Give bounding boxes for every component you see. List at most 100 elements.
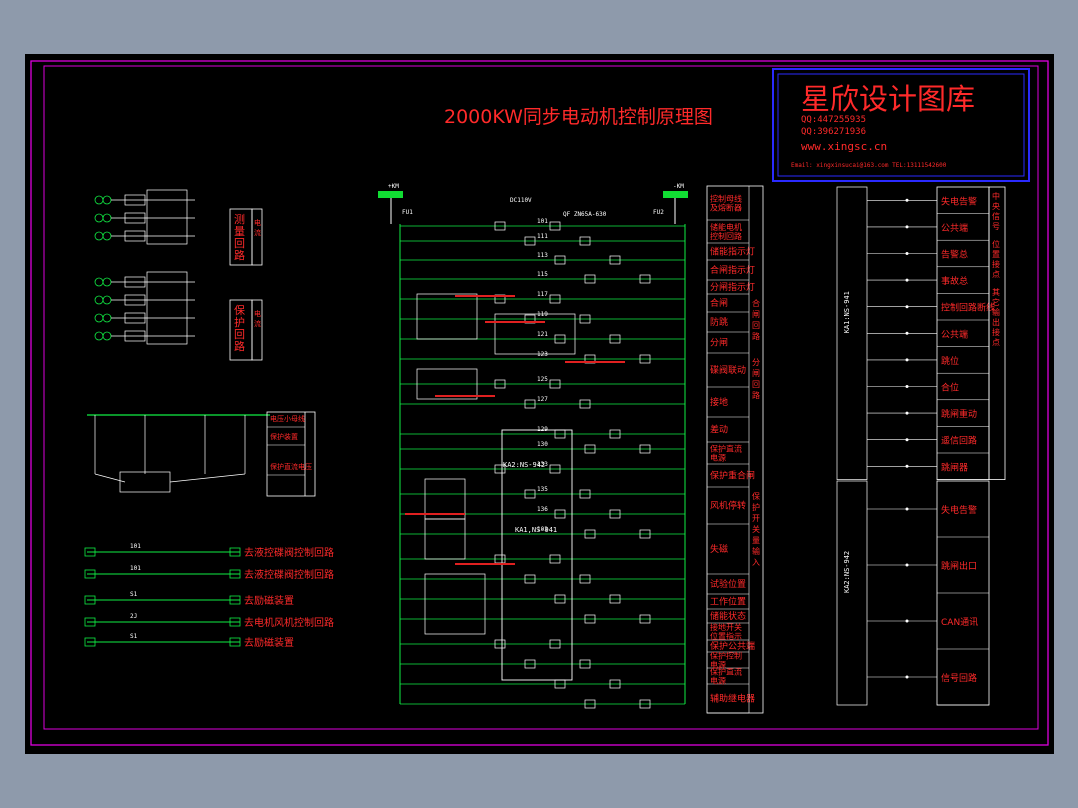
- function-side-label: 闸: [752, 369, 760, 378]
- function-side-label: 回: [752, 380, 760, 389]
- function-side-label: 回: [752, 321, 760, 330]
- signal-side-label: 输: [992, 307, 1000, 317]
- circuit-number: 129: [537, 426, 548, 433]
- ka2-label: KA2:NS-942: [503, 461, 545, 469]
- function-item: 保护直流: [710, 444, 742, 454]
- left-block-label: 保: [234, 303, 245, 317]
- circuit-number: 123: [537, 351, 548, 358]
- circuit-number: 121: [537, 331, 548, 338]
- function-column: 控制母线及熔断器储能电机控制回路储能指示灯合闸指示灯分闸指示灯合闸防跳分闸碟阀联…: [706, 185, 764, 714]
- signal-row-label: 失电告警: [941, 504, 977, 516]
- fuse-fu2-label: FU2: [653, 209, 664, 216]
- ext-circuit-label: 去励磁装置: [244, 636, 294, 649]
- ext-circuit-code: S1: [130, 633, 138, 640]
- left-circuits: [87, 189, 270, 493]
- signal-side-label: 点: [992, 270, 1000, 279]
- function-item: 保护公共端: [710, 640, 755, 652]
- stamp-qq2: QQ:396271936: [801, 127, 866, 137]
- function-side-label: 路: [752, 331, 760, 341]
- outer-frame: [30, 60, 1049, 746]
- left-block-sub: 电: [254, 309, 261, 318]
- function-item: 电源: [710, 453, 726, 463]
- left-block-label: 路: [234, 249, 245, 262]
- signal-device-label: KA2:NS-942: [843, 551, 851, 593]
- watermark-stamp: 星欣设计图库 QQ:447255935 QQ:396271936 www.xin…: [772, 68, 1030, 182]
- signal-side-label: 中: [992, 191, 1000, 201]
- signal-row-label: 信号回路: [941, 672, 977, 684]
- function-item: 分闸指示灯: [710, 281, 755, 293]
- function-item: 储能状态: [710, 610, 746, 622]
- signal-row-label: 告警总: [941, 249, 968, 261]
- function-item: 失磁: [710, 543, 728, 555]
- ext-circuit-label: 去液控碟阀控制回路: [244, 568, 334, 581]
- ka1-label: KA1,NS-941: [515, 526, 557, 534]
- signal-side-label: 它: [992, 297, 1000, 307]
- signal-row-label: 事故总: [941, 275, 968, 287]
- function-side-label: 护: [752, 502, 760, 512]
- signal-row-label: 跳闸器: [941, 461, 968, 473]
- function-item: 工作位置: [710, 596, 746, 608]
- circuit-number: 133: [537, 461, 548, 468]
- function-side-label: 保: [752, 491, 760, 501]
- function-item: 防跳: [710, 316, 728, 328]
- signal-side-label: 央: [992, 201, 1000, 211]
- circuit-number: 119: [537, 311, 548, 318]
- function-side-label: 分: [752, 358, 760, 367]
- circuit-number: 136: [537, 506, 548, 513]
- function-item: 控制回路: [710, 231, 742, 241]
- signal-side-label: 接: [992, 259, 1000, 269]
- signal-row-label: CAN通讯: [941, 617, 978, 628]
- function-item: 合闸: [710, 297, 728, 309]
- function-side-label: 入: [752, 558, 760, 567]
- signal-side-label: 出: [992, 317, 1000, 327]
- ext-circuit-label: 去电机风机控制回路: [244, 616, 334, 629]
- drawing-canvas: 2000KW同步电动机控制原理图 星欣设计图库 QQ:447255935 QQ:…: [25, 54, 1054, 754]
- bus-positive-label: +KM: [388, 183, 399, 190]
- left-block-sub: 流: [254, 228, 261, 237]
- function-item: 接地: [710, 396, 728, 408]
- drawing-title: 2000KW同步电动机控制原理图: [444, 106, 713, 128]
- function-item: 保护控制: [710, 651, 742, 661]
- dc-buses: +KM -KM DC110V QF ZN65A-630 FU1 FU2: [378, 183, 688, 224]
- signal-row-label: 跳位: [941, 355, 959, 367]
- function-item: 位置指示: [710, 631, 742, 641]
- function-item: 电源: [710, 660, 726, 670]
- circuit-number: 127: [537, 396, 548, 403]
- function-item: 控制母线: [710, 194, 742, 204]
- signal-row-label: 公共端: [941, 328, 968, 340]
- left-block-label: 回: [234, 328, 245, 341]
- left-block-label: 量: [234, 225, 245, 238]
- signal-row-label: 公共端: [941, 222, 968, 234]
- function-item: 及熔断器: [710, 203, 742, 213]
- schematic-drawing: 2000KW同步电动机控制原理图 星欣设计图库 QQ:447255935 QQ:…: [30, 60, 1049, 746]
- left-block-label: 回: [234, 237, 245, 250]
- function-item: 分闸: [710, 338, 728, 349]
- circuit-number: 115: [537, 271, 548, 278]
- function-item: 接地开关: [710, 622, 742, 632]
- stamp-title: 星欣设计图库: [801, 82, 975, 116]
- ext-circuit-code: 2J: [130, 613, 137, 620]
- signal-table-1: KA1:NS-941失电告警公共端告警总事故总控制回路断线公共端跳位合位跳闸重动…: [836, 186, 1006, 481]
- switch-label: QF ZN65A-630: [563, 211, 607, 218]
- function-side-label: 输: [752, 546, 760, 556]
- signal-side-label: 其: [992, 288, 1000, 297]
- circuit-number: 135: [537, 486, 548, 493]
- function-side-label: 合: [752, 298, 760, 308]
- circuit-number: 102: [537, 526, 548, 533]
- function-item: 保护直流: [710, 667, 742, 677]
- signal-row-label: 失电告警: [941, 195, 977, 207]
- function-item: 差动: [710, 424, 728, 436]
- signal-side-label: 信: [992, 211, 1000, 221]
- signal-row-label: 遥信回路: [941, 435, 977, 447]
- signal-side-label: 接: [992, 327, 1000, 337]
- stamp-qq1: QQ:447255935: [801, 115, 866, 125]
- stamp-url: www.xingsc.cn: [801, 140, 887, 153]
- signal-side-label: 置: [992, 250, 1000, 259]
- signal-row-label: 控制回路断线: [941, 302, 995, 314]
- inner-frame: [43, 65, 1039, 730]
- function-item: 合闸指示灯: [710, 264, 755, 276]
- left-block-sub: 电: [254, 218, 261, 227]
- control-circuit: 1011111131151171191211231251271291301331…: [399, 218, 686, 709]
